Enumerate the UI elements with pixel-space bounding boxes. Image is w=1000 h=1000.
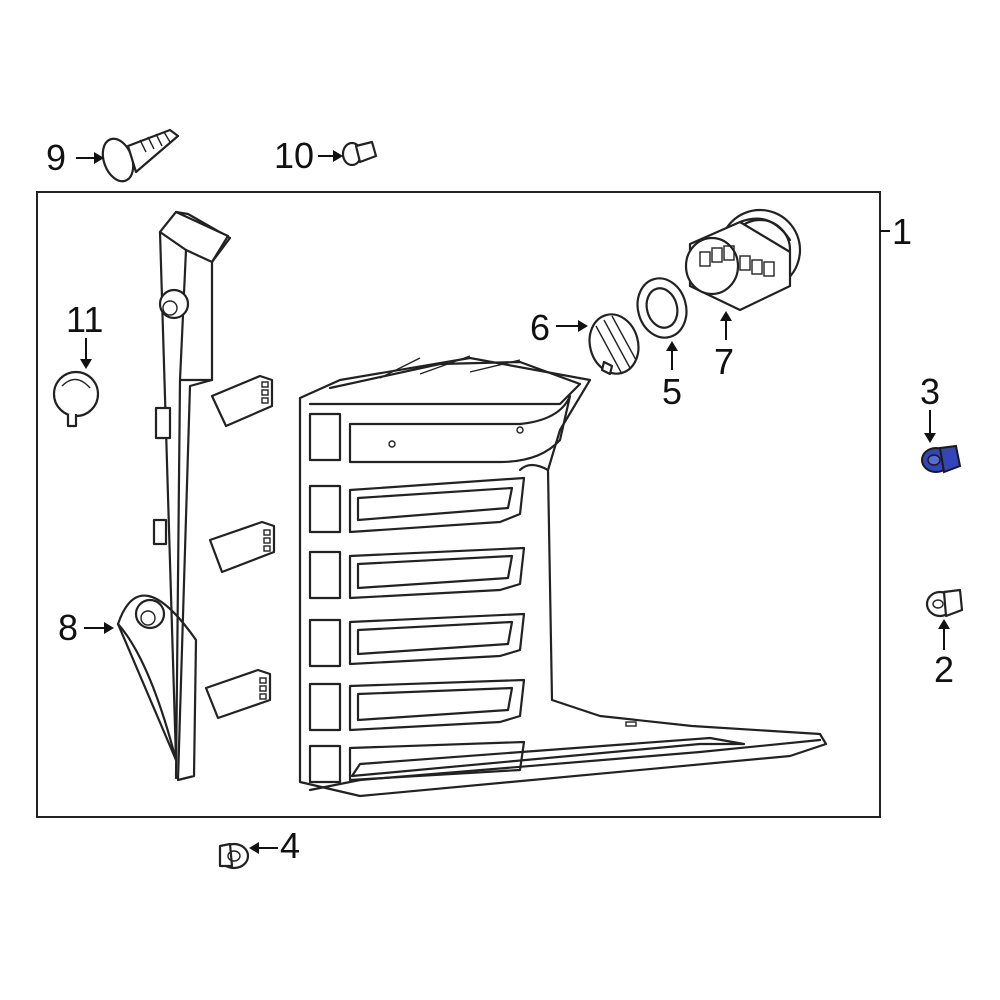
- part-9-screw[interactable]: [97, 128, 180, 185]
- callout-11: 11: [66, 299, 103, 340]
- part-6-grille[interactable]: [583, 309, 645, 379]
- part-3-nut[interactable]: [921, 444, 962, 474]
- callout-labels: 1 2 3 4 5 6 7 8 9 10 11: [46, 135, 954, 866]
- part-10-nut[interactable]: [341, 140, 378, 167]
- callout-2: 2: [934, 649, 954, 690]
- part-2-nut[interactable]: [925, 588, 964, 618]
- callout-4: 4: [280, 825, 300, 866]
- callout-9: 9: [46, 137, 66, 178]
- callout-5: 5: [662, 371, 682, 412]
- leader-lines: [76, 150, 950, 854]
- callout-1: 1: [892, 211, 912, 252]
- callout-6: 6: [530, 307, 550, 348]
- part-7-socket[interactable]: [684, 208, 802, 312]
- callout-7: 7: [714, 341, 734, 382]
- part-11-plug[interactable]: [52, 370, 100, 428]
- callout-8: 8: [58, 607, 78, 648]
- callout-3: 3: [920, 371, 940, 412]
- part-5-gasket[interactable]: [631, 273, 693, 343]
- callout-10: 10: [274, 135, 314, 176]
- assembly-frame: [36, 191, 881, 818]
- tail-lamp-housing[interactable]: [298, 355, 828, 798]
- part-8-bracket-panel[interactable]: [116, 210, 276, 782]
- part-4-nut[interactable]: [218, 842, 250, 870]
